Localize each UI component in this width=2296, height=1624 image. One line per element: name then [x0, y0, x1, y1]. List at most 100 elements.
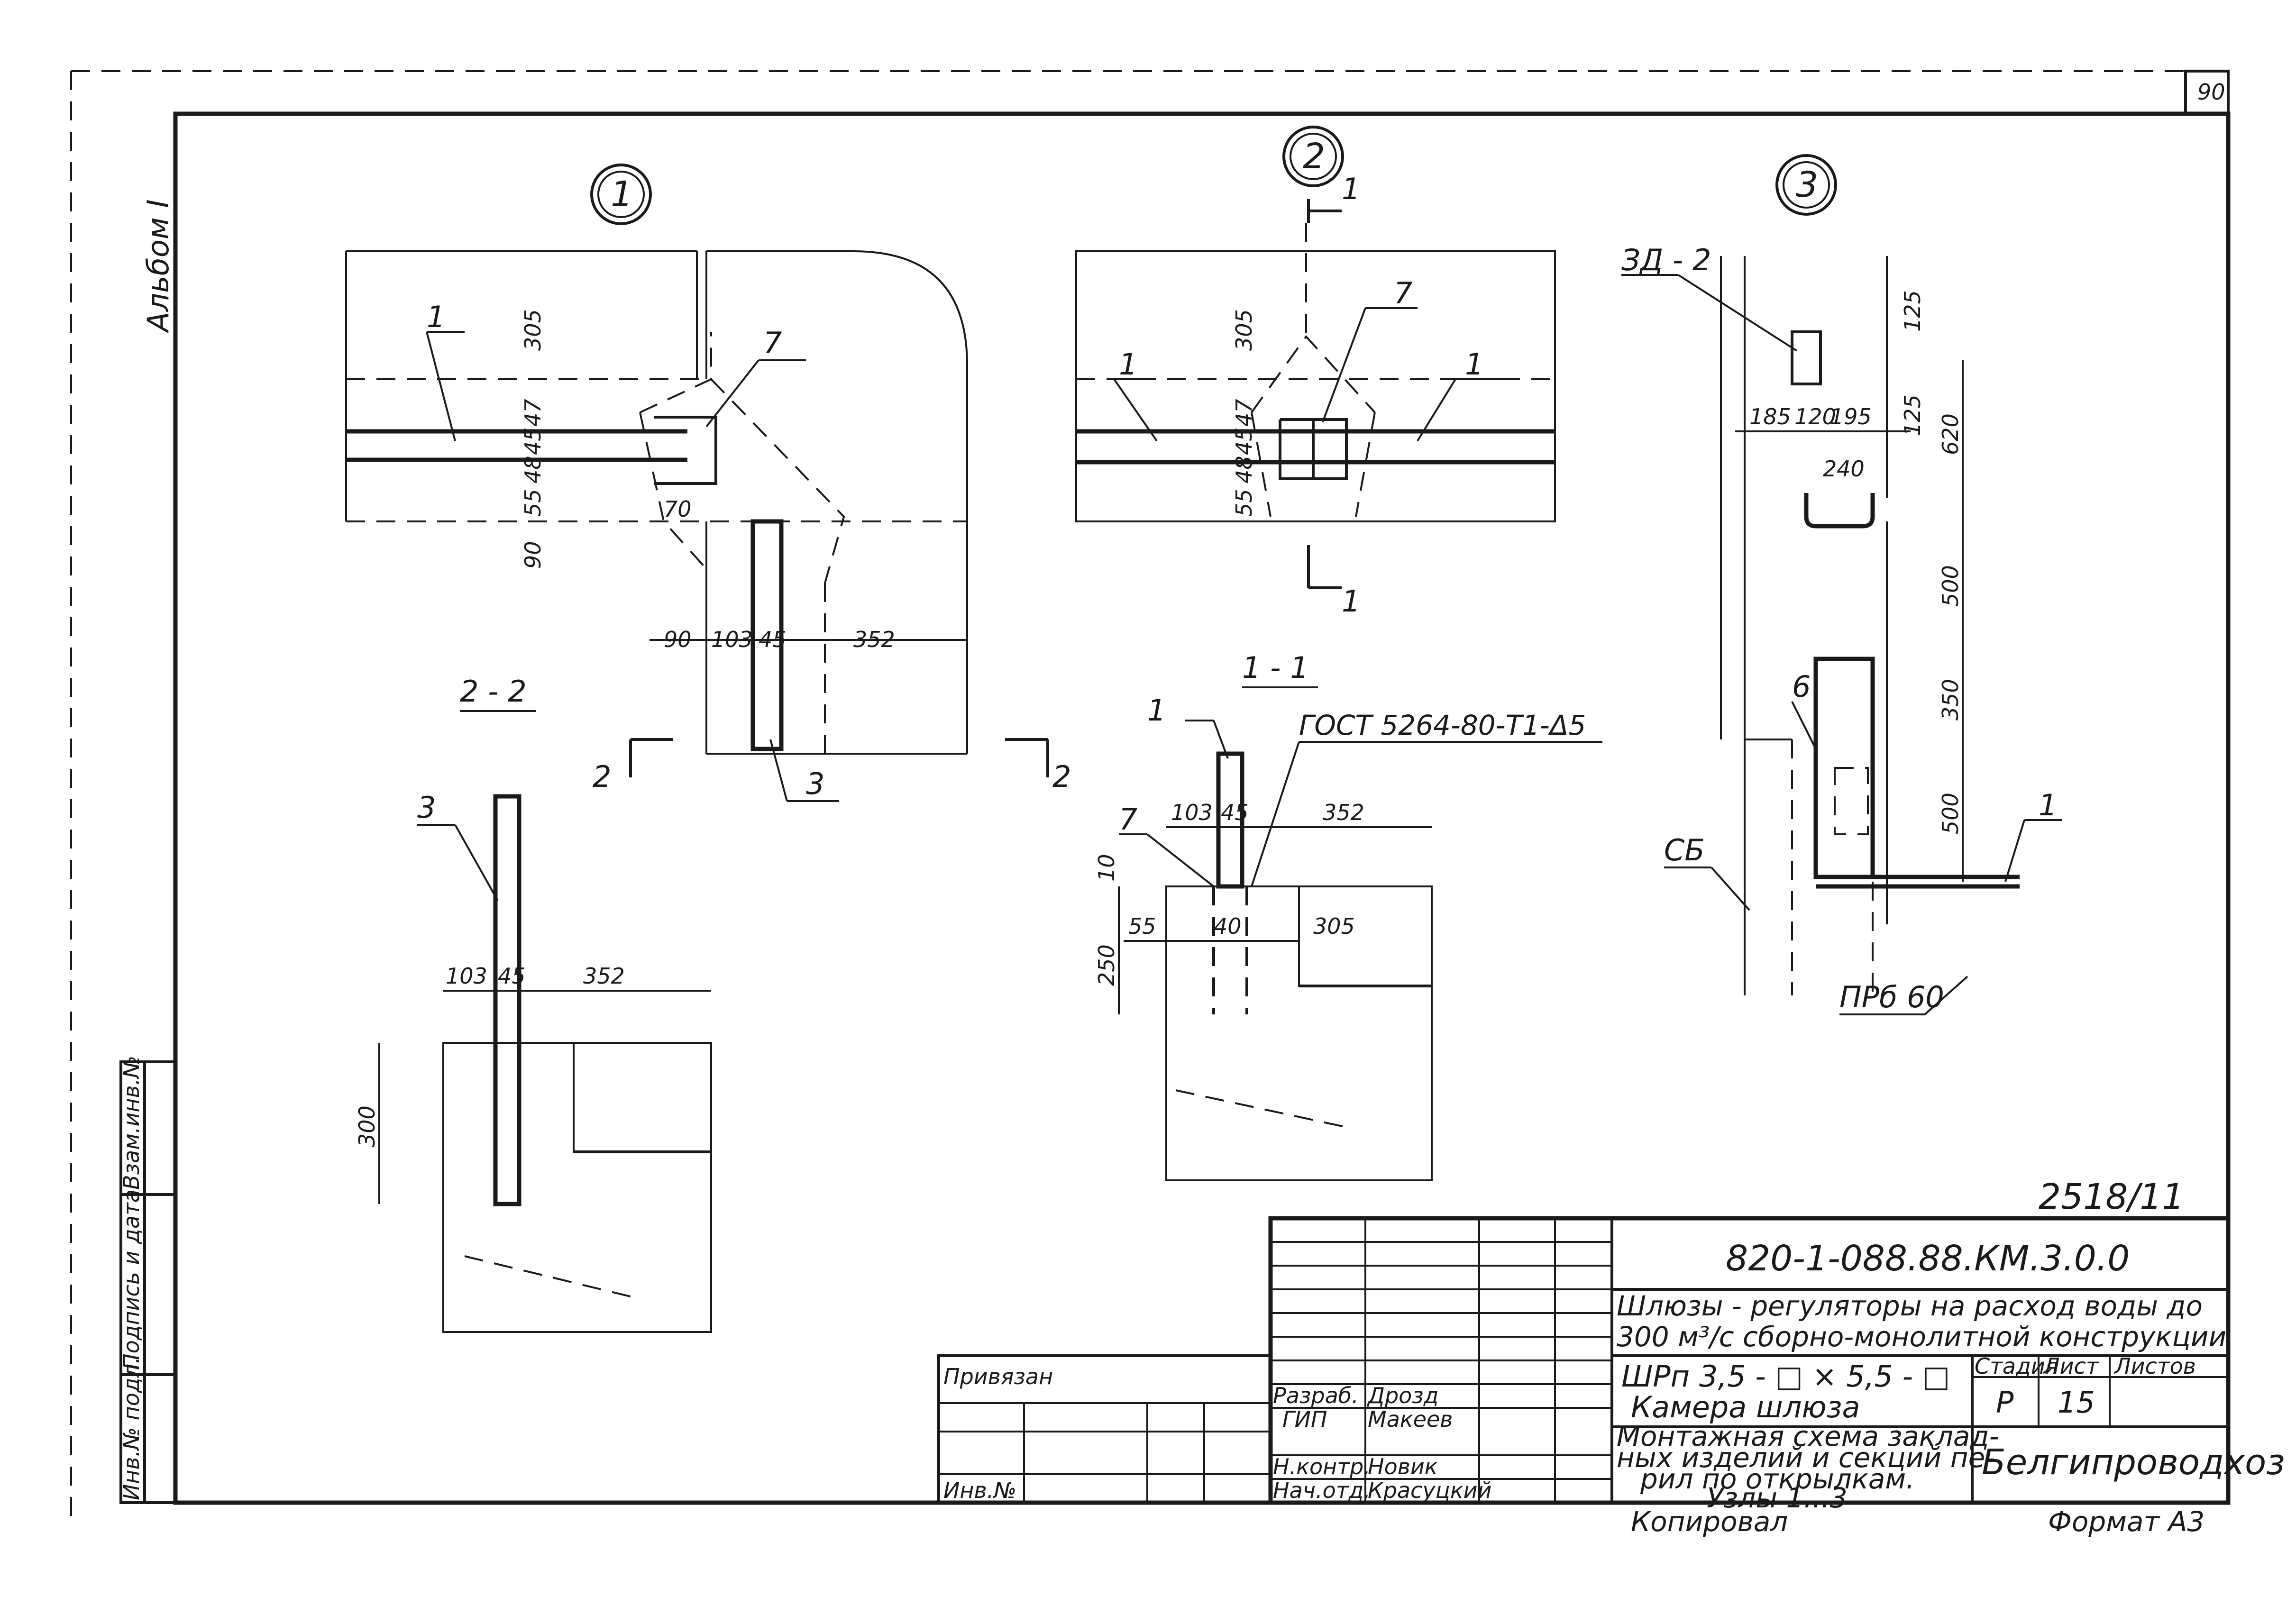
role-3: Н.контр. — [1273, 1454, 1371, 1479]
node-2-view: 2 1 1 305 47 45 48 55 1 1 7 — [1075, 126, 1556, 619]
node-3-item-6: 6 — [1792, 669, 1811, 704]
role-2: ГИП — [1282, 1406, 1327, 1432]
n3-dim-185: 185 — [1749, 404, 1791, 429]
sec22-dim-300: 300 — [354, 1105, 380, 1147]
side-stamp: Взам.инв.№ Подпись и дата Инв.№ подл. — [119, 1056, 177, 1504]
project-line-2: 300 м³/с сборно-монолитной конструкции — [1617, 1321, 2226, 1353]
doc-code: 820-1-088.88.КМ.3.0.0 — [1726, 1238, 2130, 1279]
node-3-zd2: ЗД - 2 — [1621, 243, 1711, 277]
object-line-1: ШРп 3,5 - □ × 5,5 - □ — [1621, 1359, 1950, 1394]
name-4: Красуцкий — [1368, 1478, 1491, 1503]
node-1-label: 1 — [611, 174, 633, 215]
node-3-prb60: ПРб 60 — [1839, 980, 1944, 1014]
album-label: Альбом I — [141, 199, 175, 334]
side-stamp-repl-inv: Взам.инв.№ — [119, 1056, 144, 1190]
sheet-line-2: ных изделий и секций пе- — [1617, 1442, 1995, 1474]
section-2-2-view: 3 103 45 352 300 — [354, 790, 712, 1333]
node-2-item-1-right: 1 — [1465, 347, 1483, 382]
section-1-1-title: 1 - 1 — [1242, 650, 1309, 685]
sec11-dim-250: 250 — [1094, 944, 1119, 986]
dim-90-v: 90 — [520, 541, 546, 569]
n3-dim-500-a: 500 — [1938, 565, 1963, 607]
role-1: Разраб. — [1273, 1383, 1359, 1408]
copied-label: Копировал — [1631, 1505, 1788, 1538]
node-1-view: 1 305 47 45 48 55 90 70 90 103 45 352 1 — [345, 164, 1071, 802]
title-block: 820-1-088.88.КМ.3.0.0 Шлюзы - регуляторы… — [1268, 1216, 2285, 1514]
section-1-1-item-7: 7 — [1119, 802, 1137, 837]
side-stamp-inv-orig: Инв.№ подл. — [119, 1357, 144, 1500]
project-line-1: Шлюзы - регуляторы на расход воды до — [1617, 1290, 2203, 1322]
sec22-dim-352: 352 — [583, 963, 625, 989]
n2-dim-48: 48 — [1231, 456, 1257, 484]
dim-47: 47 — [520, 399, 546, 427]
role-4: Нач.отд. — [1273, 1478, 1371, 1503]
name-3: Новик — [1368, 1454, 1438, 1479]
n3-dim-195: 195 — [1830, 404, 1872, 429]
node-3-label: 3 — [1796, 164, 1818, 205]
section-1-1-item-1: 1 — [1147, 693, 1166, 728]
n3-dim-120: 120 — [1794, 404, 1836, 429]
dim-70: 70 — [664, 496, 692, 522]
n3-dim-350: 350 — [1938, 679, 1963, 721]
name-1: Дрозд — [1367, 1383, 1439, 1408]
sec11-dim-55: 55 — [1128, 913, 1156, 939]
privyazan-block: Привязан Инв.№ — [937, 1354, 1272, 1504]
sec22-dim-103: 103 — [446, 963, 487, 989]
node-1-item-3: 3 — [806, 766, 824, 801]
n3-dim-125-bot: 125 — [1900, 394, 1925, 436]
outer-frame — [70, 70, 2195, 1517]
cut-2-left: 2 — [593, 759, 611, 794]
list-value: 15 — [2058, 1385, 2095, 1420]
dim-352: 352 — [853, 627, 895, 652]
n3-dim-240: 240 — [1823, 456, 1865, 482]
n3-dim-620: 620 — [1938, 413, 1963, 455]
n2-dim-47: 47 — [1231, 399, 1257, 427]
node-2-label: 2 — [1303, 136, 1325, 177]
sec22-dim-45: 45 — [498, 963, 526, 989]
section-2-2-title: 2 - 2 — [460, 674, 527, 709]
side-stamp-sign-date: Подпись и дата — [119, 1189, 144, 1370]
inv-no-label: Инв.№ — [943, 1478, 1016, 1503]
node-2-item-1-left: 1 — [1119, 347, 1137, 382]
section-1-1-view: 1 - 1 ГОСТ 5264-80-Т1-Δ5 1 7 103 45 352 … — [1094, 650, 1602, 1181]
n2-dim-305: 305 — [1231, 309, 1257, 351]
sheet-line-4: Узлы 1...3 — [1707, 1482, 1848, 1514]
list-label: Лист — [2042, 1353, 2099, 1379]
copy-mark: 2518/11 — [2039, 1177, 2184, 1217]
section-2-2-item-3: 3 — [417, 790, 436, 825]
sec11-dim-305: 305 — [1313, 913, 1355, 939]
lists-label: Листов — [2113, 1353, 2196, 1379]
dim-103: 103 — [711, 627, 753, 652]
node-3-sb: СБ — [1664, 833, 1705, 867]
format-label: Формат А3 — [2048, 1505, 2205, 1538]
cut-1-top: 1 — [1342, 172, 1360, 206]
object-line-2: Камера шлюза — [1631, 1390, 1860, 1424]
n3-dim-500-b: 500 — [1938, 793, 1963, 834]
page-number-box: 90 — [2184, 70, 2230, 115]
weld-note: ГОСТ 5264-80-Т1-Δ5 — [1299, 709, 1586, 741]
dim-305: 305 — [520, 309, 546, 351]
n2-dim-55: 55 — [1231, 489, 1257, 517]
n2-dim-45: 45 — [1231, 427, 1257, 455]
node-3-item-1: 1 — [2039, 788, 2057, 822]
node-1-item-7: 7 — [763, 326, 782, 360]
n3-dim-125-top: 125 — [1900, 290, 1925, 332]
privyazan-label: Привязан — [943, 1364, 1053, 1389]
cut-2-right: 2 — [1052, 759, 1071, 794]
dim-48: 48 — [520, 456, 546, 484]
cut-1-bottom: 1 — [1342, 584, 1360, 619]
node-2-item-7: 7 — [1394, 276, 1412, 310]
stage-value: Р — [1996, 1385, 2014, 1420]
sec11-dim-45: 45 — [1221, 800, 1249, 825]
sheet-line-1: Монтажная схема заклад- — [1617, 1420, 1999, 1452]
sec11-dim-10: 10 — [1094, 854, 1119, 882]
dim-45-h: 45 — [759, 627, 787, 652]
sec11-dim-40: 40 — [1214, 913, 1242, 939]
page-number: 90 — [2197, 79, 2225, 105]
sec11-dim-352: 352 — [1323, 800, 1364, 825]
node-1-item-1: 1 — [427, 300, 445, 334]
node-3-view: 3 125 125 185 120 195 240 620 500 350 50… — [1621, 154, 2062, 1015]
dim-55: 55 — [520, 489, 546, 517]
dim-45: 45 — [520, 427, 546, 455]
